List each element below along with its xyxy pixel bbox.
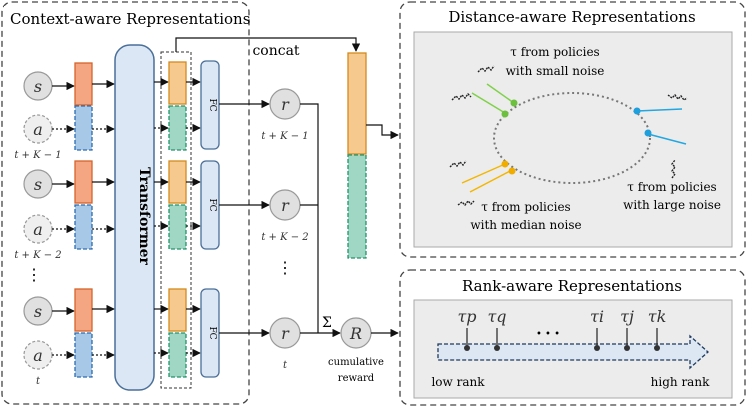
timestep-label-3: t [36, 376, 41, 387]
reward-time-1: t + K − 1 [261, 131, 308, 142]
concat-connector: concat [175, 37, 361, 59]
action-embedding-2 [74, 204, 93, 250]
svg-text:FC: FC [207, 326, 217, 339]
transformer-label: Transformer [136, 167, 152, 265]
sum-connectors: Σ [300, 103, 341, 338]
row-ellipsis: ⋮ [26, 265, 42, 284]
svg-text:r: r [281, 196, 290, 215]
context-panel-title: Context-aware Representations [10, 10, 250, 28]
median-noise-point-1 [501, 160, 509, 168]
rank-ellipsis: • • • [536, 329, 560, 340]
concat-vector-bottom [347, 154, 367, 259]
svg-text:s: s [34, 77, 42, 96]
reward-time-2: t + K − 2 [261, 232, 308, 243]
reward-ellipsis: ⋮ [277, 258, 293, 277]
feature-top-2 [168, 160, 187, 204]
sum-symbol: Σ [322, 315, 332, 331]
timestep-label-2: t + K − 2 [14, 250, 61, 261]
concat-vector-top [347, 52, 367, 155]
tau-j: τj [620, 307, 634, 326]
small-noise-label-1: τ from policies [510, 45, 599, 59]
feature-bottom-2 [168, 204, 187, 250]
reward-nodes: r t + K − 1 r t + K − 2 ⋮ r t [219, 88, 309, 371]
rank-panel: Rank-aware Representations τp τq • • • τ… [399, 269, 746, 406]
cumulative-reward-line2: reward [338, 373, 375, 384]
large-noise-label-1: τ from policies [627, 180, 716, 194]
tau-p: τp [457, 307, 476, 326]
rank-arrow [437, 334, 709, 370]
distance-panel-title: Distance-aware Representations [448, 8, 695, 26]
distance-panel: Distance-aware Representations τ from po… [399, 1, 746, 258]
timestep-label-1: t + K − 1 [14, 150, 61, 161]
policy-manifold [493, 92, 651, 184]
small-noise-point-1 [501, 110, 509, 118]
tau-q: τq [487, 307, 506, 326]
state-embedding-3 [74, 288, 93, 332]
feature-bottom-3 [168, 332, 187, 378]
svg-text:FC: FC [207, 98, 217, 111]
context-panel: Context-aware Representations [1, 1, 250, 405]
concat-label: concat [252, 43, 299, 59]
cumulative-reward-line1: cumulative [328, 357, 384, 368]
svg-text:r: r [281, 324, 290, 343]
token-row-3: s a t [23, 288, 115, 387]
token-row-1: s a t + K − 1 [14, 62, 115, 161]
svg-text:a: a [33, 120, 43, 139]
tau-i: τi [590, 307, 604, 326]
small-noise-label-2: with small noise [506, 64, 605, 78]
high-rank-label: high rank [651, 375, 710, 389]
transformer-block: Transformer [114, 44, 155, 391]
feature-bottom-1 [168, 105, 187, 151]
feature-top-3 [168, 288, 187, 332]
large-noise-label-2: with large noise [623, 198, 721, 212]
svg-text:s: s [34, 175, 42, 194]
rank-panel-title: Rank-aware Representations [462, 277, 682, 295]
token-row-2: s a t + K − 2 [14, 160, 115, 261]
median-noise-label-1: τ from policies [481, 200, 570, 214]
concat-vector [347, 52, 399, 259]
transformer-outputs [154, 61, 187, 378]
large-noise-point-2 [644, 129, 652, 137]
state-embedding-2 [74, 160, 93, 204]
small-noise-point-2 [510, 99, 518, 107]
reward-time-3: t [283, 360, 288, 371]
median-noise-point-2 [508, 167, 516, 175]
feature-top-1 [168, 61, 187, 105]
large-noise-point-1 [633, 107, 641, 115]
fc-blocks: FC FC FC [186, 60, 220, 378]
median-noise-label-2: with median noise [470, 218, 581, 232]
svg-text:s: s [34, 302, 42, 321]
svg-text:r: r [281, 95, 290, 114]
cumulative-reward: R cumulative reward [328, 317, 399, 384]
tau-k: τk [648, 307, 667, 326]
svg-text:R: R [349, 324, 362, 343]
low-rank-label: low rank [431, 375, 485, 389]
svg-text:a: a [33, 346, 43, 365]
svg-text:FC: FC [207, 198, 217, 211]
action-embedding-1 [74, 105, 93, 151]
action-embedding-3 [74, 332, 93, 378]
state-embedding-1 [74, 62, 93, 106]
rank-ticks [464, 328, 660, 351]
svg-text:a: a [33, 220, 43, 239]
fc-block-1 [200, 60, 220, 150]
